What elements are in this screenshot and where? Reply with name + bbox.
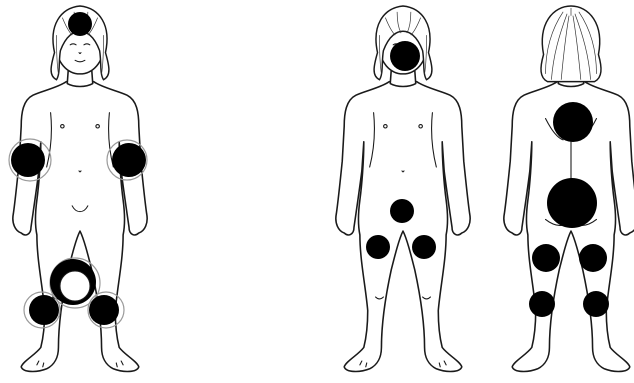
marker-buttocks bbox=[547, 178, 597, 228]
marker-groin-gap bbox=[60, 271, 90, 301]
marker-genitals bbox=[390, 199, 414, 223]
marker-left-thigh bbox=[412, 235, 436, 259]
marker-right-thigh bbox=[366, 235, 390, 259]
marker-face bbox=[390, 41, 420, 71]
marker-right-knee bbox=[29, 295, 59, 325]
marker-left-knee bbox=[89, 295, 119, 325]
marker-left-back-knee bbox=[583, 291, 609, 317]
marker-left-upper-arm bbox=[112, 143, 146, 177]
marker-left-back-thigh bbox=[579, 244, 607, 272]
marker-upper-back bbox=[553, 102, 593, 142]
marker-head-top bbox=[68, 12, 92, 36]
marker-right-back-knee bbox=[529, 291, 555, 317]
marker-right-back-thigh bbox=[532, 244, 560, 272]
marker-right-upper-arm bbox=[11, 143, 45, 177]
